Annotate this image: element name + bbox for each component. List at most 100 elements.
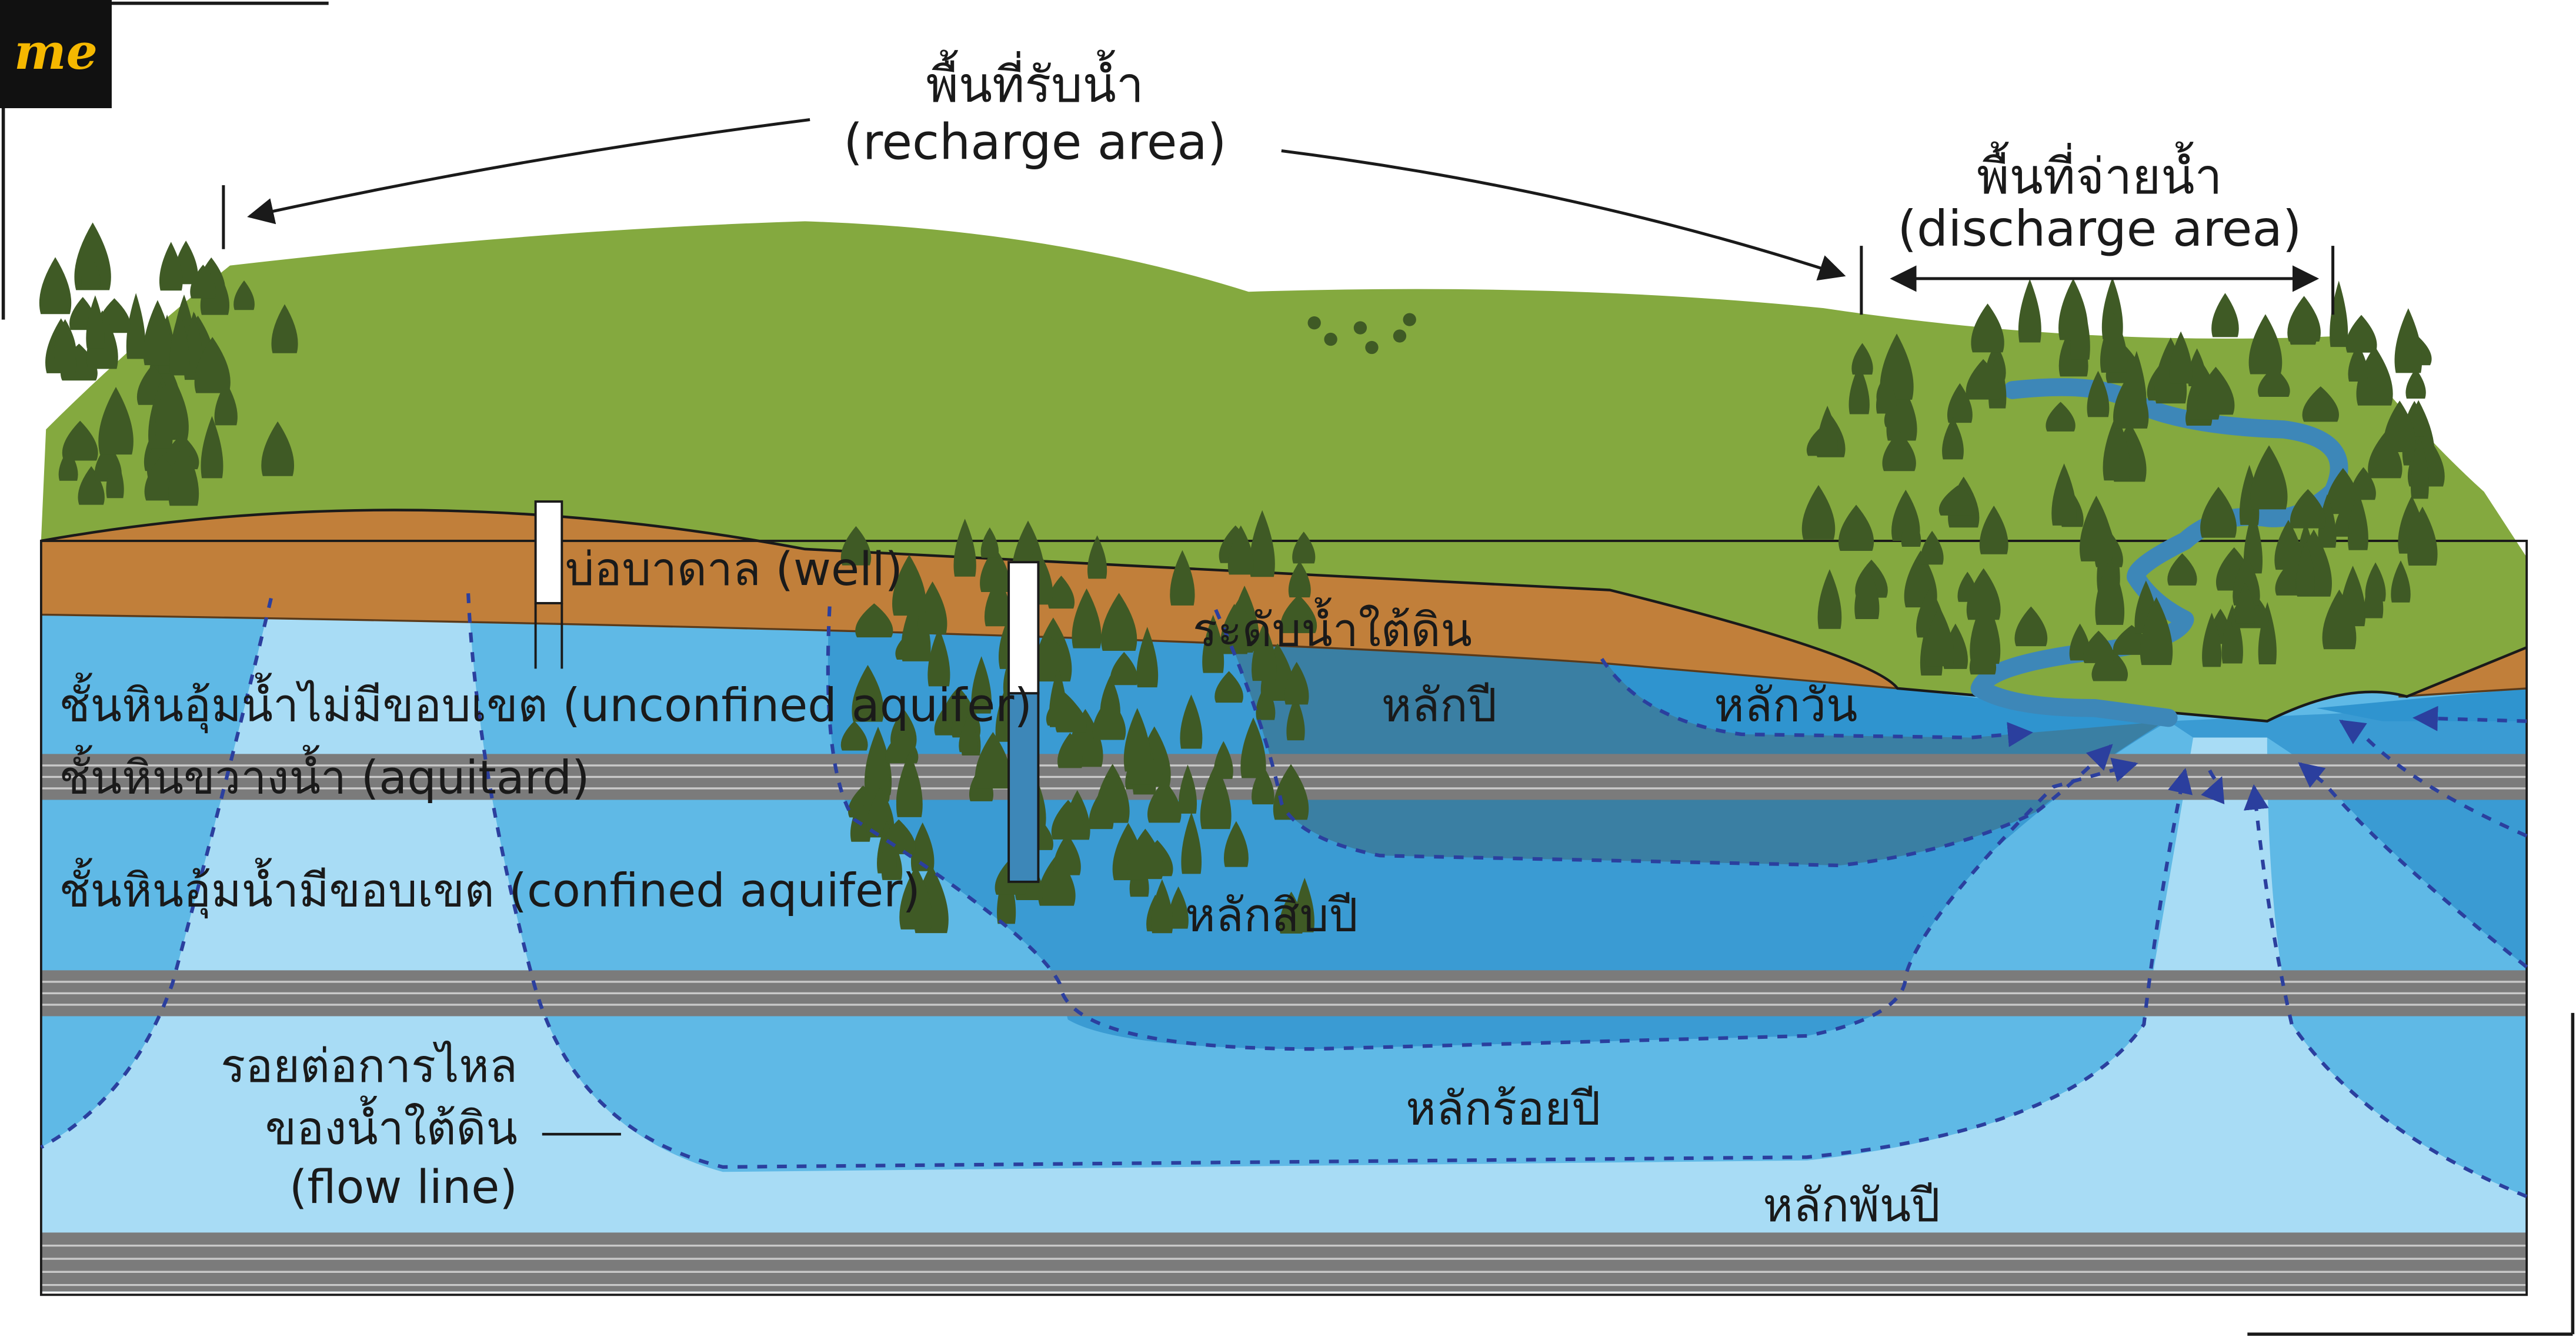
light-zone-recharge — [41, 590, 2527, 1292]
tree — [1966, 568, 2001, 620]
well-deep — [1007, 561, 1040, 883]
tree — [2167, 553, 2197, 586]
tree — [2287, 296, 2321, 342]
tree — [1252, 622, 1277, 681]
tree — [2347, 491, 2368, 550]
tree — [1249, 510, 1275, 577]
discharge-arrow — [1860, 246, 2335, 315]
tree — [1969, 638, 1997, 675]
tree — [2221, 604, 2243, 664]
tree — [2014, 606, 2048, 647]
tree — [1294, 877, 1314, 932]
tree — [910, 822, 935, 871]
tree — [2368, 432, 2403, 479]
shrub — [1393, 329, 1407, 343]
tree — [2411, 436, 2429, 499]
tree — [2100, 312, 2128, 373]
tree — [1053, 833, 1081, 875]
tree — [2211, 293, 2239, 337]
tree — [1848, 365, 1870, 414]
timescale-years: หลักปี — [1382, 679, 1497, 733]
aquitard-label: ชั้นหินขวางน้ำ (aquitard) — [59, 744, 590, 804]
tree — [1110, 651, 1138, 686]
logo-text: me — [14, 22, 98, 81]
tree — [2095, 559, 2125, 625]
flowline-label-en: (flow line) — [289, 1161, 518, 1214]
tree — [840, 526, 872, 566]
tree — [2091, 647, 2128, 681]
zone-years — [1216, 606, 2165, 865]
tree — [1947, 383, 1973, 423]
well-shallow — [534, 500, 563, 669]
tree — [2394, 308, 2422, 373]
tree — [2058, 278, 2088, 340]
ground-surface-line — [41, 509, 2528, 723]
tree — [78, 466, 105, 505]
tree — [1095, 764, 1130, 823]
tree — [943, 687, 974, 721]
tree — [1170, 550, 1195, 606]
tree — [2018, 279, 2041, 343]
tree — [98, 387, 134, 455]
tree — [1292, 531, 1316, 564]
tree — [1876, 373, 1897, 414]
shrub — [1365, 340, 1379, 355]
timescale-decades: หลักสิบปี — [1185, 889, 1358, 942]
tree — [1966, 359, 2001, 400]
tree — [927, 627, 950, 687]
tree — [2258, 366, 2290, 397]
tree — [2202, 613, 2222, 667]
tree — [855, 603, 893, 638]
tree — [261, 421, 295, 476]
tree — [86, 295, 105, 349]
tree — [975, 731, 1011, 789]
tree — [1801, 484, 1836, 540]
tree — [2322, 589, 2357, 650]
tree — [201, 416, 223, 479]
tree — [1047, 576, 1075, 609]
tree — [971, 656, 992, 714]
zone-days-right — [2316, 688, 2527, 721]
tree — [1284, 661, 1309, 705]
shrub — [1324, 332, 1337, 346]
tree — [168, 443, 199, 506]
tree — [1938, 485, 1977, 516]
timescale-days: หลักวัน — [1714, 679, 1857, 733]
tree — [2296, 540, 2315, 596]
timescale-centuries: หลักร้อยปี — [1406, 1082, 1600, 1136]
tree — [959, 717, 978, 753]
tree — [106, 454, 124, 499]
tree — [1256, 684, 1276, 720]
tree — [1924, 606, 1954, 667]
tree — [1979, 505, 2008, 554]
tree — [2239, 464, 2260, 525]
tree — [1854, 564, 1880, 619]
tree — [143, 300, 172, 366]
tree — [980, 527, 999, 558]
tree — [2046, 402, 2076, 432]
tree — [1942, 417, 1964, 460]
tree — [2235, 582, 2255, 624]
tree — [1200, 763, 1232, 830]
section-outline — [41, 541, 2527, 1295]
tree — [1286, 695, 1305, 741]
tree — [1168, 886, 1189, 929]
tree — [882, 819, 916, 854]
tree — [1128, 751, 1163, 785]
timescale-millennia: หลักพันปี — [1763, 1179, 1940, 1232]
tree — [81, 256, 101, 287]
tree — [2405, 368, 2426, 399]
tree — [1273, 764, 1309, 820]
tree — [1136, 627, 1159, 688]
tree — [896, 752, 923, 817]
tree — [1227, 525, 1254, 575]
tree — [850, 799, 871, 842]
tree — [1222, 599, 1254, 653]
shrub — [1307, 316, 1321, 330]
tree — [2103, 413, 2130, 481]
tree — [1072, 588, 1102, 648]
unconfined-aquifer-label: ชั้นหินอุ้มน้ำไม่มีขอบเขต (unconfined aq… — [59, 673, 1032, 734]
tree — [1240, 717, 1266, 778]
discharge-label-en: (discharge area) — [1897, 200, 2301, 258]
